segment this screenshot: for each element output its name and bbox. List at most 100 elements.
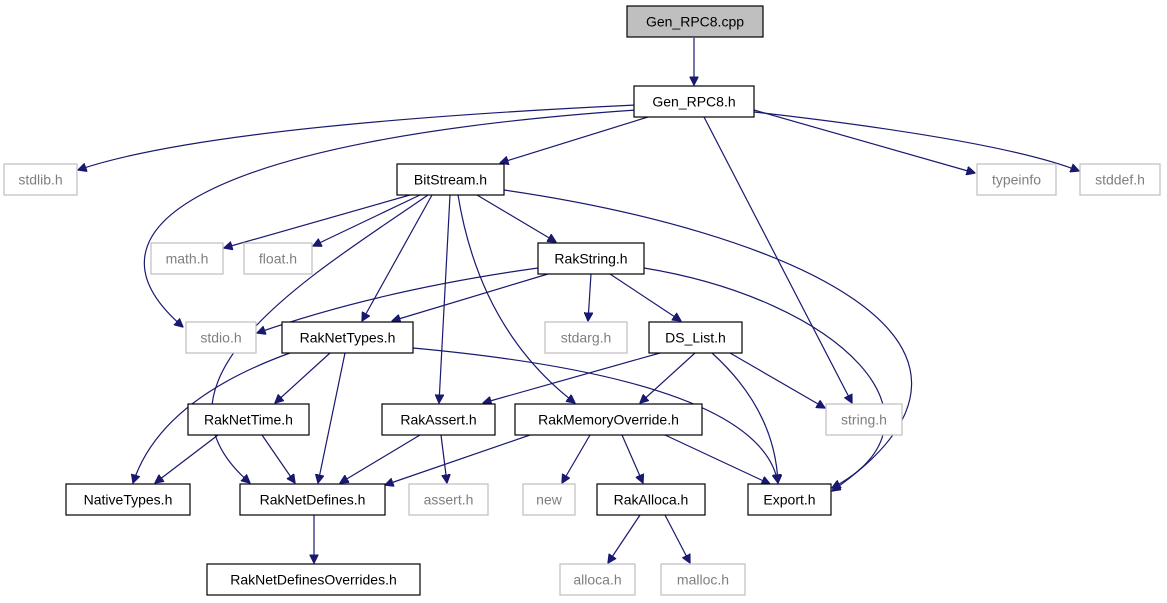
node-label: RakNetDefinesOverrides.h: [230, 572, 397, 588]
edge-rakmemoryoverride-h-to-new: [562, 434, 591, 483]
node-box: [596, 483, 706, 516]
node-box: [633, 85, 755, 118]
node-box: [150, 242, 224, 275]
node-label: malloc.h: [677, 572, 729, 588]
edge-ds-list-h-to-string-h: [729, 352, 825, 408]
node-string-h: string.h: [825, 403, 903, 436]
node-alloca-h: alloca.h: [559, 563, 636, 596]
node-nativetypes-h[interactable]: NativeTypes.h: [65, 483, 191, 516]
edge-bitstream-h-to-rakstring-h: [476, 194, 556, 242]
edge-raknettime-h-to-nativetypes-h: [155, 434, 219, 483]
node-raknetdefinesoverrides-h[interactable]: RakNetDefinesOverrides.h: [206, 563, 421, 596]
node-rakalloca-h[interactable]: RakAlloca.h: [596, 483, 706, 516]
node-raknettypes-h[interactable]: RakNetTypes.h: [281, 321, 414, 354]
node-label: BitStream.h: [414, 172, 487, 188]
node-assert-h: assert.h: [408, 483, 489, 516]
edge-rakmemoryoverride-h-to-raknetdefines-h: [385, 434, 531, 485]
node-label: Gen_RPC8.h: [652, 94, 735, 110]
edge-rakstring-h-to-stdarg-h: [588, 273, 591, 321]
edge-rakstring-h-to-ds-list-h: [609, 273, 681, 321]
node-box: [281, 321, 414, 354]
node-label: RakMemoryOverride.h: [538, 412, 679, 428]
edge-gen-rpc8-h-to-bitstream-h: [500, 116, 649, 163]
edge-rakstring-h-to-raknettypes-h: [392, 273, 549, 321]
node-box: [396, 163, 505, 196]
edge-gen-rpc8-h-to-typeinfo: [753, 109, 975, 173]
node-label: alloca.h: [573, 572, 621, 588]
edges-layer: [78, 38, 1079, 563]
edge-gen-rpc8-h-to-stdlib-h: [78, 104, 637, 170]
node-box: [187, 403, 310, 436]
edge-raknettypes-h-to-nativetypes-h: [133, 352, 291, 483]
node-label: assert.h: [424, 492, 474, 508]
edge-raknettypes-h-to-raknetdefines-h: [318, 352, 346, 483]
node-math-h: math.h: [150, 242, 224, 275]
node-box: [243, 242, 313, 275]
node-rakstring-h[interactable]: RakString.h: [537, 242, 645, 275]
edge-ds-list-h-to-rakmemoryoverride-h: [640, 352, 696, 403]
node-box: [648, 321, 743, 354]
node-malloc-h: malloc.h: [660, 563, 746, 596]
node-label: math.h: [166, 251, 209, 267]
node-bitstream-h[interactable]: BitStream.h: [396, 163, 505, 196]
edge-rakassert-h-to-raknetdefines-h: [340, 434, 421, 483]
node-label: string.h: [841, 412, 887, 428]
edge-bitstream-h-to-rakmemoryoverride-h: [457, 194, 575, 403]
node-box: [660, 563, 746, 596]
node-ds-list-h[interactable]: DS_List.h: [648, 321, 743, 354]
node-box: [381, 403, 496, 436]
node-box: [408, 483, 489, 516]
node-export-h[interactable]: Export.h: [747, 483, 832, 516]
node-box: [185, 321, 257, 354]
node-label: Export.h: [763, 492, 815, 508]
edge-rakmemoryoverride-h-to-export-h: [664, 434, 770, 484]
node-label: stdlib.h: [18, 172, 62, 188]
node-raknetdefines-h[interactable]: RakNetDefines.h: [239, 483, 386, 516]
node-box: [206, 563, 421, 596]
node-box: [747, 483, 832, 516]
node-raknettime-h[interactable]: RakNetTime.h: [187, 403, 310, 436]
node-box: [626, 5, 764, 38]
edge-gen-rpc8-h-to-stddef-h: [753, 111, 1079, 171]
edge-rakalloca-h-to-alloca-h: [608, 514, 641, 563]
node-box: [514, 403, 703, 436]
node-gen-rpc8-h[interactable]: Gen_RPC8.h: [633, 85, 755, 118]
edge-rakassert-h-to-assert-h: [440, 434, 447, 483]
node-box: [65, 483, 191, 516]
edge-rakmemoryoverride-h-to-rakalloca-h: [621, 434, 643, 483]
node-typeinfo: typeinfo: [976, 163, 1057, 196]
edge-rakstring-h-to-export-h: [643, 267, 886, 488]
node-box: [537, 242, 645, 275]
node-stdarg-h: stdarg.h: [544, 321, 628, 354]
edge-bitstream-h-to-raknettypes-h: [362, 194, 433, 321]
node-stdio-h: stdio.h: [185, 321, 257, 354]
node-box: [976, 163, 1057, 196]
node-box: [825, 403, 903, 436]
edge-gen-rpc8-h-to-stdio-h: [143, 109, 637, 327]
node-label: stdarg.h: [561, 330, 612, 346]
node-rakassert-h[interactable]: RakAssert.h: [381, 403, 496, 436]
node-gen-rpc8-cpp[interactable]: Gen_RPC8.cpp: [626, 5, 764, 38]
edge-rakalloca-h-to-malloc-h: [664, 514, 690, 563]
node-label: stddef.h: [1095, 172, 1145, 188]
edge-raknettypes-h-to-export-h: [412, 347, 778, 483]
edge-raknettime-h-to-raknetdefines-h: [261, 434, 295, 483]
node-box: [239, 483, 386, 516]
edge-ds-list-h-to-rakassert-h: [483, 352, 661, 403]
edge-ds-list-h-to-export-h: [711, 352, 778, 483]
node-stddef-h: stddef.h: [1079, 163, 1161, 196]
node-label: Gen_RPC8.cpp: [646, 14, 744, 30]
node-rakmemoryoverride-h[interactable]: RakMemoryOverride.h: [514, 403, 703, 436]
node-label: typeinfo: [992, 172, 1041, 188]
node-float-h: float.h: [243, 242, 313, 275]
node-label: RakNetDefines.h: [260, 492, 366, 508]
edge-gen-rpc8-h-to-string-h: [703, 116, 852, 403]
node-label: DS_List.h: [665, 330, 726, 346]
node-label: float.h: [259, 251, 297, 267]
node-label: stdio.h: [200, 330, 241, 346]
node-label: RakString.h: [554, 251, 627, 267]
node-new: new: [522, 483, 576, 516]
node-label: new: [536, 492, 563, 508]
node-stdlib-h: stdlib.h: [3, 163, 78, 196]
